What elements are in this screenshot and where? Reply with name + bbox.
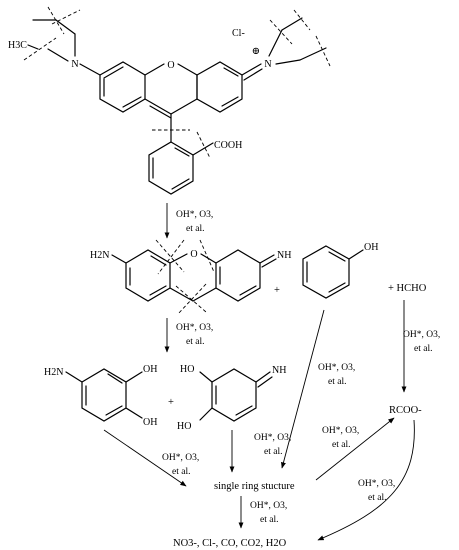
arrow-1-conditions-line2: et al.	[186, 224, 204, 234]
dihydroxy-hydroxyl-bottom: HO	[177, 421, 191, 432]
left-nitrogen-atom: N	[71, 59, 78, 70]
aminocatechol-hydroxyl-bottom: OH	[143, 417, 157, 428]
right-nitrogen-atom: N	[264, 59, 271, 70]
reaction-arrow-1: OH*, O3, et al.	[164, 203, 213, 239]
dihydroxy-imine-label: NH	[272, 365, 286, 376]
dihydroxy-hydroxyl-top: HO	[180, 364, 194, 375]
reaction-arrow-2: OH*, O3, et al.	[164, 318, 213, 353]
rhodamine-right-ring	[196, 61, 243, 113]
positive-charge-symbol: ⊕	[252, 46, 260, 57]
single-ring-carboxylate-conditions-line1: OH*, O3,	[322, 426, 359, 436]
plus-sign-1: +	[274, 285, 280, 296]
plus-sign-2: +	[168, 397, 174, 408]
rhodamine-b-structure: O N H3C N ⊕ Cl	[8, 6, 331, 195]
hcho-conditions-line1: OH*, O3,	[403, 330, 440, 340]
intermediate-oxygen-atom: O	[190, 249, 197, 260]
arrow-2-conditions-line1: OH*, O3,	[176, 323, 213, 333]
final-conditions-line1: OH*, O3,	[250, 501, 287, 511]
aminocatechol-amine-label: H2N	[44, 367, 63, 378]
single-ring-to-carboxylate-arrow	[315, 417, 395, 481]
carboxyl-group-label: COOH	[214, 140, 242, 151]
phenol-conditions-line2: et al.	[328, 377, 346, 387]
carboxylate-conditions-line1: OH*, O3,	[358, 479, 395, 489]
formaldehyde-label: + HCHO	[388, 283, 427, 294]
phenol-to-single-ring-arrow	[281, 309, 325, 469]
phenol-hydroxyl-label: OH	[364, 242, 378, 253]
rhodamine-right-diethylamino: N ⊕	[241, 9, 331, 81]
aminocatechol-to-single-ring-arrow	[103, 429, 187, 487]
final-conditions-line2: et al.	[260, 515, 278, 525]
arrow-2-conditions-line2: et al.	[186, 337, 204, 347]
aminoxanthene-intermediate-structure: H2N O NH	[90, 239, 291, 315]
chloride-counterion: Cl-	[232, 28, 245, 39]
rhodamine-central-ring	[144, 63, 198, 119]
hcho-conditions-line2: et al.	[414, 344, 432, 354]
dihydroxy-conditions-line2: et al.	[264, 447, 282, 457]
phenol-conditions-line1: OH*, O3,	[318, 363, 355, 373]
single-ring-carboxylate-conditions-line2: et al.	[332, 440, 350, 450]
aminocatechol-conditions-line1: OH*, O3,	[162, 453, 199, 463]
dihydroxy-imine-structure: HO NH HO	[177, 364, 286, 432]
aminocatechol-structure: H2N OH OH	[44, 364, 157, 428]
rhodamine-left-diethylamino: N H3C	[8, 6, 101, 76]
phenol-structure: OH	[302, 242, 378, 299]
carboxylate-conditions-line2: et al.	[368, 493, 386, 503]
dihydroxy-conditions-line1: OH*, O3,	[254, 433, 291, 443]
left-methyl-label: H3C	[8, 40, 27, 51]
aminocatechol-conditions-line2: et al.	[172, 467, 190, 477]
rhodamine-benzoic-ring: COOH	[148, 131, 242, 195]
intermediate-imine-label: NH	[277, 250, 291, 261]
aminocatechol-hydroxyl-top: OH	[143, 364, 157, 375]
single-ring-structure-label: single ring stucture	[214, 481, 295, 492]
carboxylate-label: RCOO-	[389, 405, 422, 416]
rhodamine-left-ring	[99, 61, 146, 113]
rhodamine-oxygen-atom: O	[167, 60, 174, 71]
carboxylate-to-products-arrow	[317, 419, 415, 541]
arrow-1-conditions-line1: OH*, O3,	[176, 210, 213, 220]
final-products-label: NO3-, Cl-, CO, CO2, H2O	[173, 538, 287, 549]
intermediate-amine-label: H2N	[90, 250, 109, 261]
